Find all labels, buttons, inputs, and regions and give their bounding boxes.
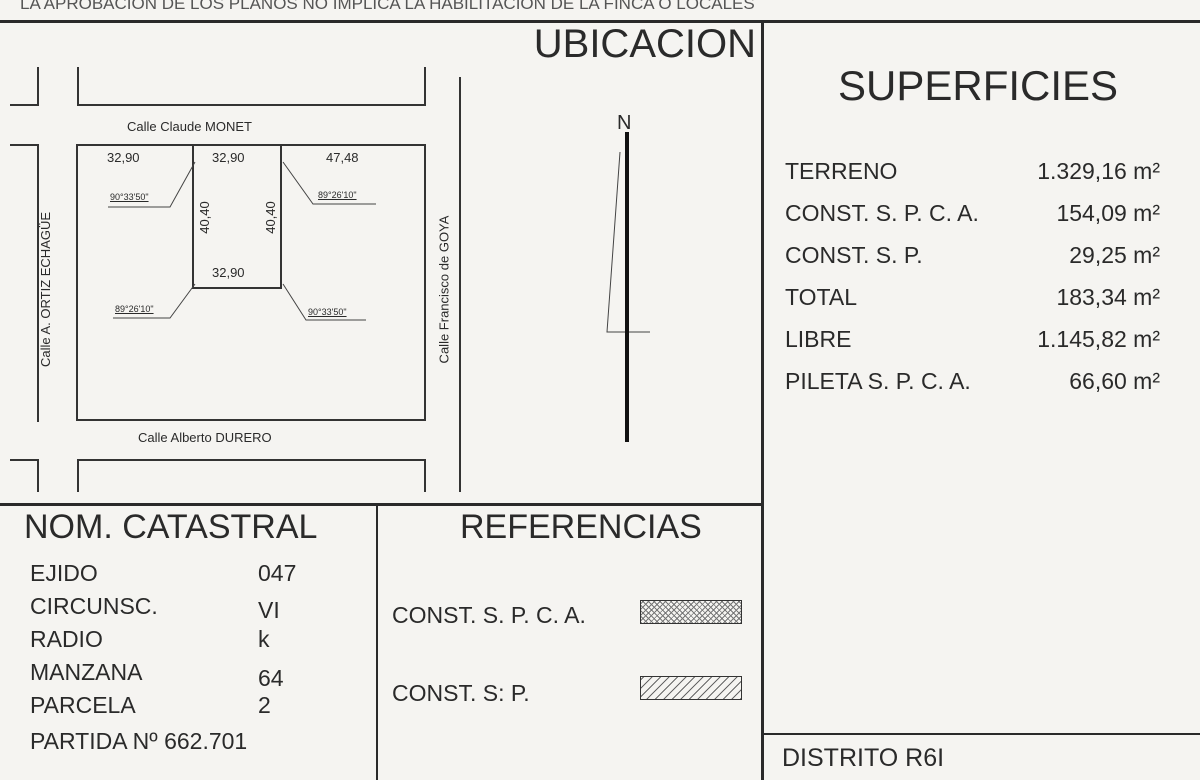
dim-lot-back: 32,90 [212, 265, 245, 280]
table-row: LIBRE 1.145,82 m² [785, 318, 1160, 360]
referencias-title: REFERENCIAS [460, 508, 702, 546]
divider [0, 503, 762, 506]
map-title: UBICACION [533, 22, 756, 66]
dim-right-front: 47,48 [326, 150, 359, 165]
value: 2 [258, 692, 271, 718]
label: MANZANA [30, 659, 143, 685]
table-row: PILETA S. P. C. A. 66,60 m² [785, 360, 1160, 402]
partida: PARTIDA Nº 662.701 [30, 728, 248, 754]
value: 047 [258, 560, 297, 586]
distrito: DISTRITO R6I [782, 744, 945, 772]
north-label: N [617, 112, 632, 134]
label: RADIO [30, 626, 103, 652]
angle-top-right: 89°26'10" [318, 190, 357, 200]
street-top: Calle Claude MONET [127, 119, 252, 134]
divider [376, 505, 378, 780]
row-value: 183,34 m² [1056, 283, 1160, 310]
catastral-labels: EJIDO CIRCUNSC. RADIO MANZANA PARCELA [30, 560, 158, 725]
dim-lot-left: 40,40 [196, 201, 212, 234]
street-right: Calle Francisco de GOYA [436, 215, 452, 364]
catastral-title: NOM. CATASTRAL [24, 508, 318, 546]
label: CIRCUNSC. [30, 593, 158, 619]
row-label: TOTAL [785, 283, 857, 310]
row-label: TERRENO [785, 157, 898, 184]
row-value: 154,09 m² [1056, 199, 1160, 226]
dim-left-front: 32,90 [107, 150, 140, 165]
superficies-title: SUPERFICIES [838, 62, 1119, 109]
row-value: 66,60 m² [1069, 367, 1160, 394]
table-row: CONST. S. P. C. A. 154,09 m² [785, 192, 1160, 234]
approval-notice: LA APROBACION DE LOS PLANOS NO IMPLICA L… [20, 0, 755, 13]
superficies-table: TERRENO 1.329,16 m² CONST. S. P. C. A. 154… [785, 150, 1160, 402]
site-plan-drawing [10, 67, 650, 492]
row-value: 1.329,16 m² [1037, 157, 1160, 184]
crosshatch-swatch-icon [640, 600, 742, 624]
value: 64 [258, 665, 284, 691]
table-row: CONST. S. P. 29,25 m² [785, 234, 1160, 276]
street-bottom: Calle Alberto DURERO [138, 430, 272, 445]
label: PARCELA [30, 692, 136, 718]
divider [0, 20, 1200, 23]
row-value: 1.145,82 m² [1037, 325, 1160, 352]
ref-label: CONST. S. P. C. A. [392, 602, 586, 628]
table-row: TOTAL 183,34 m² [785, 276, 1160, 318]
dim-lot-front: 32,90 [212, 150, 245, 165]
label: EJIDO [30, 560, 98, 586]
ref-label: CONST. S: P. [392, 680, 530, 706]
value: VI [258, 597, 280, 623]
value: k [258, 626, 270, 652]
angle-bottom-right: 90°33'50" [308, 307, 347, 317]
row-label: CONST. S. P. C. A. [785, 199, 979, 226]
dim-lot-right: 40,40 [262, 201, 278, 234]
catastral-values: 047 VI k 64 2 [258, 560, 296, 725]
row-value: 29,25 m² [1069, 241, 1160, 268]
angle-top-left: 90°33'50" [110, 192, 149, 202]
angle-bottom-left: 89°26'10" [115, 304, 154, 314]
street-left: Calle A. ORTIZ ECHAGÜE [38, 211, 54, 368]
diagonal-swatch-icon [640, 676, 742, 700]
location-map: UBICACION N Calle Claude MONET Calle Alb… [0, 22, 760, 502]
divider [761, 20, 764, 780]
row-label: PILETA S. P. C. A. [785, 367, 971, 394]
row-label: LIBRE [785, 325, 852, 352]
row-label: CONST. S. P. [785, 241, 923, 268]
divider [764, 733, 1200, 735]
table-row: TERRENO 1.329,16 m² [785, 150, 1160, 192]
